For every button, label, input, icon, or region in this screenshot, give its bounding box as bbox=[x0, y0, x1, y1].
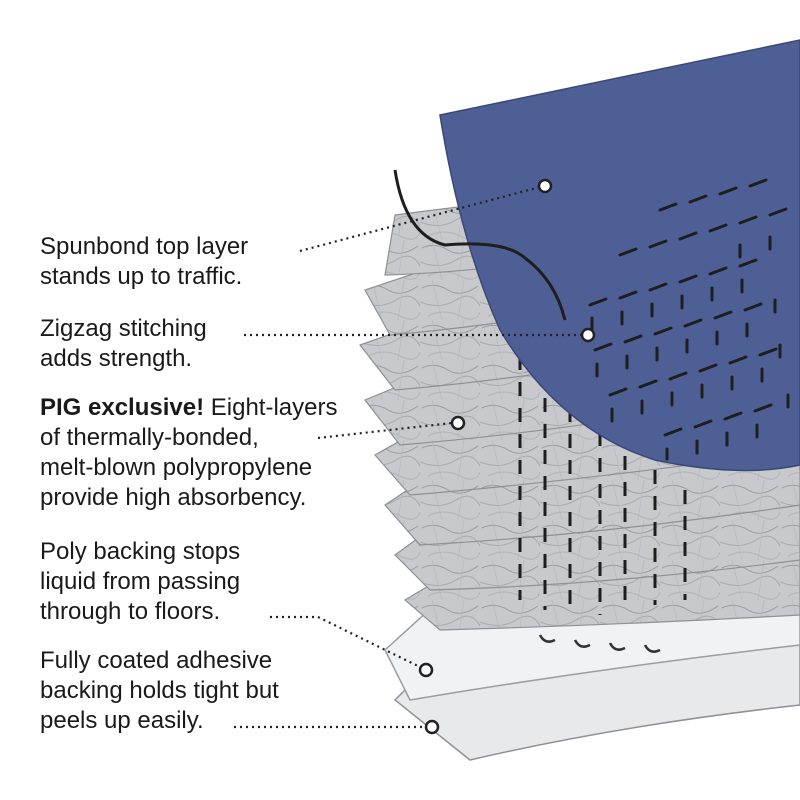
leader-lines bbox=[234, 185, 582, 729]
callout-poly-backing: Poly backing stops liquid from passing t… bbox=[40, 537, 240, 627]
callout-line: peels up easily. bbox=[40, 707, 204, 734]
marker-adhesive bbox=[424, 719, 440, 735]
callout-line: Spunbond top layer bbox=[40, 233, 249, 260]
callout-line: PIG exclusive! Eight-layers bbox=[40, 393, 337, 423]
loose-thread bbox=[393, 169, 567, 321]
callout-line: backing holds tight but bbox=[40, 677, 279, 704]
callout-line: Zigzag stitching bbox=[40, 315, 207, 342]
callout-line: stands up to traffic. bbox=[40, 263, 243, 290]
callout-zigzag-stitching: Zigzag stitching adds strength. bbox=[40, 314, 207, 374]
callout-line: provide high absorbency. bbox=[40, 484, 307, 511]
callout-absorbent-layers: PIG exclusive! Eight-layers of thermally… bbox=[40, 393, 337, 513]
marker-stitching bbox=[580, 327, 596, 343]
leader-poly bbox=[270, 615, 421, 668]
callout-line: of thermally-bonded, bbox=[40, 424, 259, 451]
zigzag-stitching bbox=[588, 178, 790, 461]
pig-exclusive-label: PIG exclusive! bbox=[40, 394, 205, 421]
callout-line: Poly backing stops bbox=[40, 538, 241, 565]
marker-layers bbox=[450, 415, 466, 431]
callout-line: melt-blown polypropylene bbox=[40, 454, 313, 481]
marker-spunbond bbox=[537, 178, 553, 194]
callout-line: through to floors. bbox=[40, 598, 221, 625]
callout-line: liquid from passing bbox=[40, 568, 241, 595]
callout-text: Eight-layers bbox=[204, 394, 338, 421]
marker-poly bbox=[418, 662, 434, 678]
callout-spunbond-top-layer: Spunbond top layer stands up to traffic. bbox=[40, 232, 248, 292]
callout-line: Fully coated adhesive bbox=[40, 647, 273, 674]
leader-layers bbox=[317, 421, 453, 440]
callout-line: adds strength. bbox=[40, 345, 193, 372]
callout-adhesive-backing: Fully coated adhesive backing holds tigh… bbox=[40, 646, 279, 736]
